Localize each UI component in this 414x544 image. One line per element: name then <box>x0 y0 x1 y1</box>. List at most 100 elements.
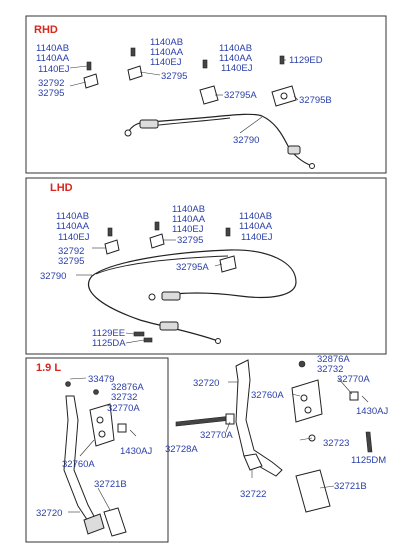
pedal-label: 1125DM <box>351 455 386 466</box>
lhd-label: 1140AB <box>56 211 89 222</box>
lhd-label: 32795 <box>58 256 84 267</box>
rhd-label: 32795B <box>299 95 332 106</box>
pedal-label: 32770A <box>200 430 233 441</box>
lhd-label: 1129EE <box>92 328 125 339</box>
pedal-label: 32770A <box>337 374 370 385</box>
engine-clip-33479 <box>65 381 71 387</box>
pedal-bolt-1125dm <box>365 431 373 453</box>
pedal-bolt-32728a <box>175 415 233 427</box>
engine-label: 1430AJ <box>120 446 152 457</box>
engine-pedal-stop <box>83 513 105 535</box>
rhd-bracket-32795a <box>199 59 219 105</box>
rhd-frame <box>25 15 387 174</box>
lhd-title: LHD <box>50 182 73 194</box>
rhd-label: 1140AA <box>150 47 184 58</box>
engine-nut-32876a <box>93 389 99 395</box>
lhd-clip-2 <box>149 221 165 249</box>
lhd-label: 1140AA <box>172 214 206 225</box>
engine-label: 32721B <box>94 479 127 490</box>
rhd-label: 1140AA <box>36 53 70 64</box>
pedal-leader <box>299 437 313 441</box>
pedal-leader <box>337 377 353 395</box>
rhd-leader <box>293 95 299 101</box>
pedal-label: 32721B <box>334 481 367 492</box>
rhd-label: 1140AA <box>219 53 253 64</box>
engine-bracket-hole <box>98 430 106 438</box>
lhd-clip-1 <box>104 227 120 255</box>
rhd-leader <box>239 116 263 134</box>
pedal-leader <box>225 421 231 433</box>
rhd-cable-fitting-left <box>139 119 159 129</box>
lhd-leader <box>214 263 223 267</box>
engine-leader <box>69 377 87 380</box>
rhd-label: 32795 <box>38 88 64 99</box>
rhd-label: 32792 <box>38 78 64 89</box>
rhd-label: 32795 <box>161 71 187 82</box>
lhd-label: 1140AA <box>239 221 273 232</box>
rhd-cable-end-right <box>309 163 315 169</box>
rhd-label: 1140EJ <box>221 63 253 74</box>
engine-label: 32732 <box>111 392 137 403</box>
lhd-leader <box>125 339 145 344</box>
pedal-label: 32876A <box>317 354 350 365</box>
rhd-leader <box>69 65 88 69</box>
lhd-label: 32795 <box>177 235 203 246</box>
rhd-panel: RHD <box>25 15 387 174</box>
rhd-cable-end-left <box>124 129 132 137</box>
lhd-label: 32795A <box>176 262 209 273</box>
pedal-label: 32720 <box>193 378 219 389</box>
rhd-label: 1140AB <box>150 37 183 48</box>
lhd-cable-end-upper <box>148 293 156 301</box>
engine-label: 32770A <box>107 403 140 414</box>
pedal-label: 32722 <box>240 489 266 500</box>
pedal-stopper-32722 <box>243 453 263 471</box>
engine-frame <box>25 357 169 543</box>
lhd-label: 32790 <box>40 271 66 282</box>
lhd-label: 1140EJ <box>172 224 204 235</box>
pedal-label: 32760A <box>251 390 284 401</box>
rhd-title: RHD <box>34 24 58 36</box>
lhd-cable <box>87 249 297 342</box>
pedal-bushing-32770a-upper <box>349 391 359 401</box>
lhd-leader <box>125 332 135 335</box>
engine-bracket-32760a <box>89 403 115 447</box>
rhd-label: 1140EJ <box>38 64 70 75</box>
pedal-bracket-32760a <box>291 379 323 423</box>
engine-label: 32720 <box>36 508 62 519</box>
lhd-label: 1140AB <box>172 204 205 215</box>
pedal-bracket-hole <box>304 406 312 414</box>
pedal-nut-32876a <box>298 360 306 368</box>
engine-bracket-hole <box>96 416 104 424</box>
engine-title: 1.9 L <box>36 362 61 374</box>
lhd-label: 1140EJ <box>58 232 90 243</box>
lhd-cable-end-lower <box>215 338 221 344</box>
rhd-label: 32790 <box>233 135 259 146</box>
lhd-panel: LHD 1140AB 1 <box>25 177 387 355</box>
rhd-label: 1140AB <box>219 43 252 54</box>
lhd-label: 1125DA <box>92 338 126 349</box>
pedal-bushing-32770a-lower <box>225 413 235 425</box>
rhd-leader <box>139 71 161 76</box>
lhd-label: 1140EJ <box>241 232 273 243</box>
pedal-label: 1430AJ <box>356 406 388 417</box>
pedal-leader <box>291 393 301 397</box>
engine-label: 32876A <box>111 382 144 393</box>
pedal-arm-32720 <box>235 359 283 477</box>
engine-pedal-pad-32721b <box>103 507 127 537</box>
rhd-label: 1129ED <box>289 55 323 66</box>
rhd-leader <box>69 81 87 87</box>
engine-switch-lead <box>129 429 137 437</box>
rhd-label: 32795A <box>224 90 257 101</box>
pedal-label: 32732 <box>317 364 343 375</box>
pedal-label: 32723 <box>323 438 349 449</box>
engine-leader <box>79 439 95 457</box>
lhd-bracket-32795a <box>219 227 237 273</box>
rhd-clip-2 <box>127 47 143 81</box>
pedal-label: 32728A <box>165 444 198 455</box>
engine-label: 33479 <box>88 374 114 385</box>
pedal-pad-32721b <box>295 469 331 513</box>
engine-1-9l-panel: 1.9 L 33479 32876A 32732 32770A 1430AJ 3… <box>25 357 169 543</box>
lhd-bolt-1129ee <box>133 331 153 343</box>
rhd-label: 1140EJ <box>150 57 182 68</box>
